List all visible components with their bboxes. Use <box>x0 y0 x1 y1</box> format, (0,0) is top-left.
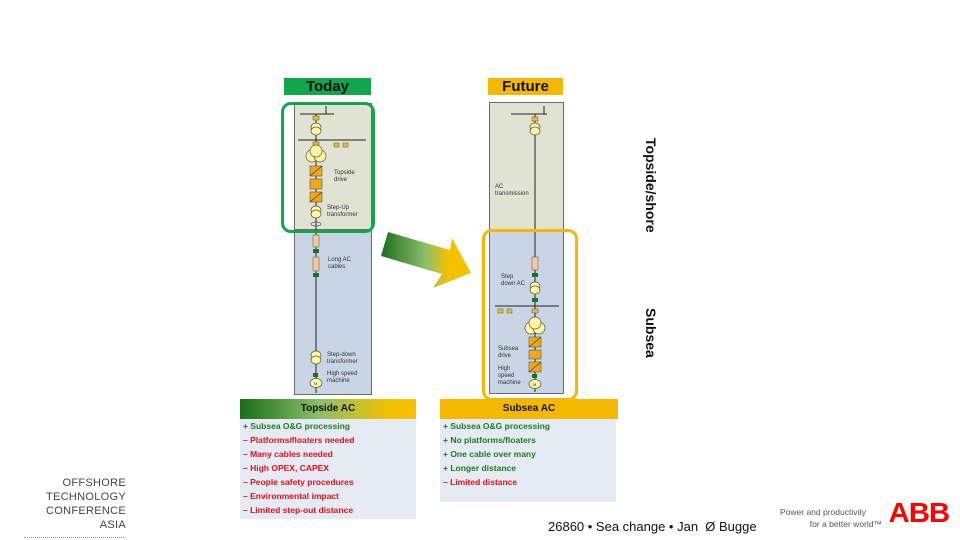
list-item: + Subsea O&G processing <box>443 421 550 431</box>
list-item: + Longer distance <box>443 463 516 473</box>
label-ac-transmission: AC transmission <box>495 184 529 197</box>
label-topside-drive: Topside drive <box>334 170 355 183</box>
svg-text:M: M <box>533 382 536 387</box>
list-item: – Many cables needed <box>243 449 333 459</box>
future-single-line-diagram: M <box>495 106 559 392</box>
today-diagram: M Topside drive Step-Up transformer Long… <box>294 103 372 395</box>
subsea-ac-title: Subsea AC <box>440 399 618 419</box>
list-item: – Limited step-out distance <box>243 505 354 515</box>
list-item: – People safety procedures <box>243 477 354 487</box>
future-topside-panel <box>489 102 564 230</box>
subsea-label: Subsea <box>643 308 659 358</box>
conference-line: TECHNOLOGY <box>45 491 126 503</box>
label-step-up: Step-Up transformer <box>327 205 358 218</box>
cable-icon <box>312 234 320 248</box>
future-title: Future <box>488 78 563 95</box>
label-machine: High speed machine <box>327 371 358 384</box>
label-future-machine: High speed machine <box>498 366 521 386</box>
label-long-ac: Long AC cables <box>328 257 352 270</box>
topside-ac-list: Topside AC + Subsea O&G processing – Plat… <box>240 399 416 519</box>
topside-shore-label: Topside/shore <box>643 138 659 233</box>
subsea-ac-list: Subsea AC + Subsea O&G processing + No pl… <box>440 399 618 502</box>
topside-highlight <box>281 102 375 233</box>
conference-line: OFFSHORE <box>62 477 126 489</box>
list-item: – Environmental impact <box>243 491 339 501</box>
motor-icon <box>309 378 323 388</box>
future-diagram: M AC transmission Step down AC Subsea dr… <box>489 102 564 394</box>
list-item: – Limited distance <box>443 477 518 487</box>
label-step-down-ac: Step down AC <box>501 274 526 287</box>
today-subsea-panel <box>294 230 372 395</box>
today-title: Today <box>284 78 371 95</box>
abb-logo: ABB <box>888 497 951 528</box>
list-item: + No platforms/floaters <box>443 435 536 445</box>
tagline-line-2: for a better world™ <box>809 519 882 529</box>
today-topside-panel <box>294 103 372 230</box>
conference-line: ASIA <box>99 519 126 531</box>
svg-text:M: M <box>314 381 317 386</box>
transition-arrow-icon <box>381 232 471 288</box>
dc-link-icon <box>309 178 323 190</box>
list-item: – Platforms/floaters needed <box>243 435 355 445</box>
topside-ac-title: Topside AC <box>240 399 416 419</box>
today-single-line-diagram: M <box>298 106 366 393</box>
list-item: + One cable over many <box>443 449 536 459</box>
label-step-down: Step-down transformer <box>327 352 358 365</box>
conference-line: CONFERENCE <box>45 505 126 517</box>
slide-caption: 26860 • Sea change • Jan Ø Bugge <box>548 519 757 534</box>
tagline-line-1: Power and productivity <box>780 507 866 517</box>
abb-tagline: Power and productivity for a better worl… <box>770 506 882 530</box>
label-subsea-drive: Subsea drive <box>498 346 519 359</box>
subsea-highlight <box>482 229 578 401</box>
list-item: + Subsea O&G processing <box>243 421 350 431</box>
conference-logo-text: OFFSHORE TECHNOLOGY CONFERENCE ASIA <box>20 476 126 532</box>
list-item: – High OPEX, CAPEX <box>243 463 329 473</box>
conference-subline <box>24 537 124 539</box>
breaker-icon <box>312 115 320 121</box>
